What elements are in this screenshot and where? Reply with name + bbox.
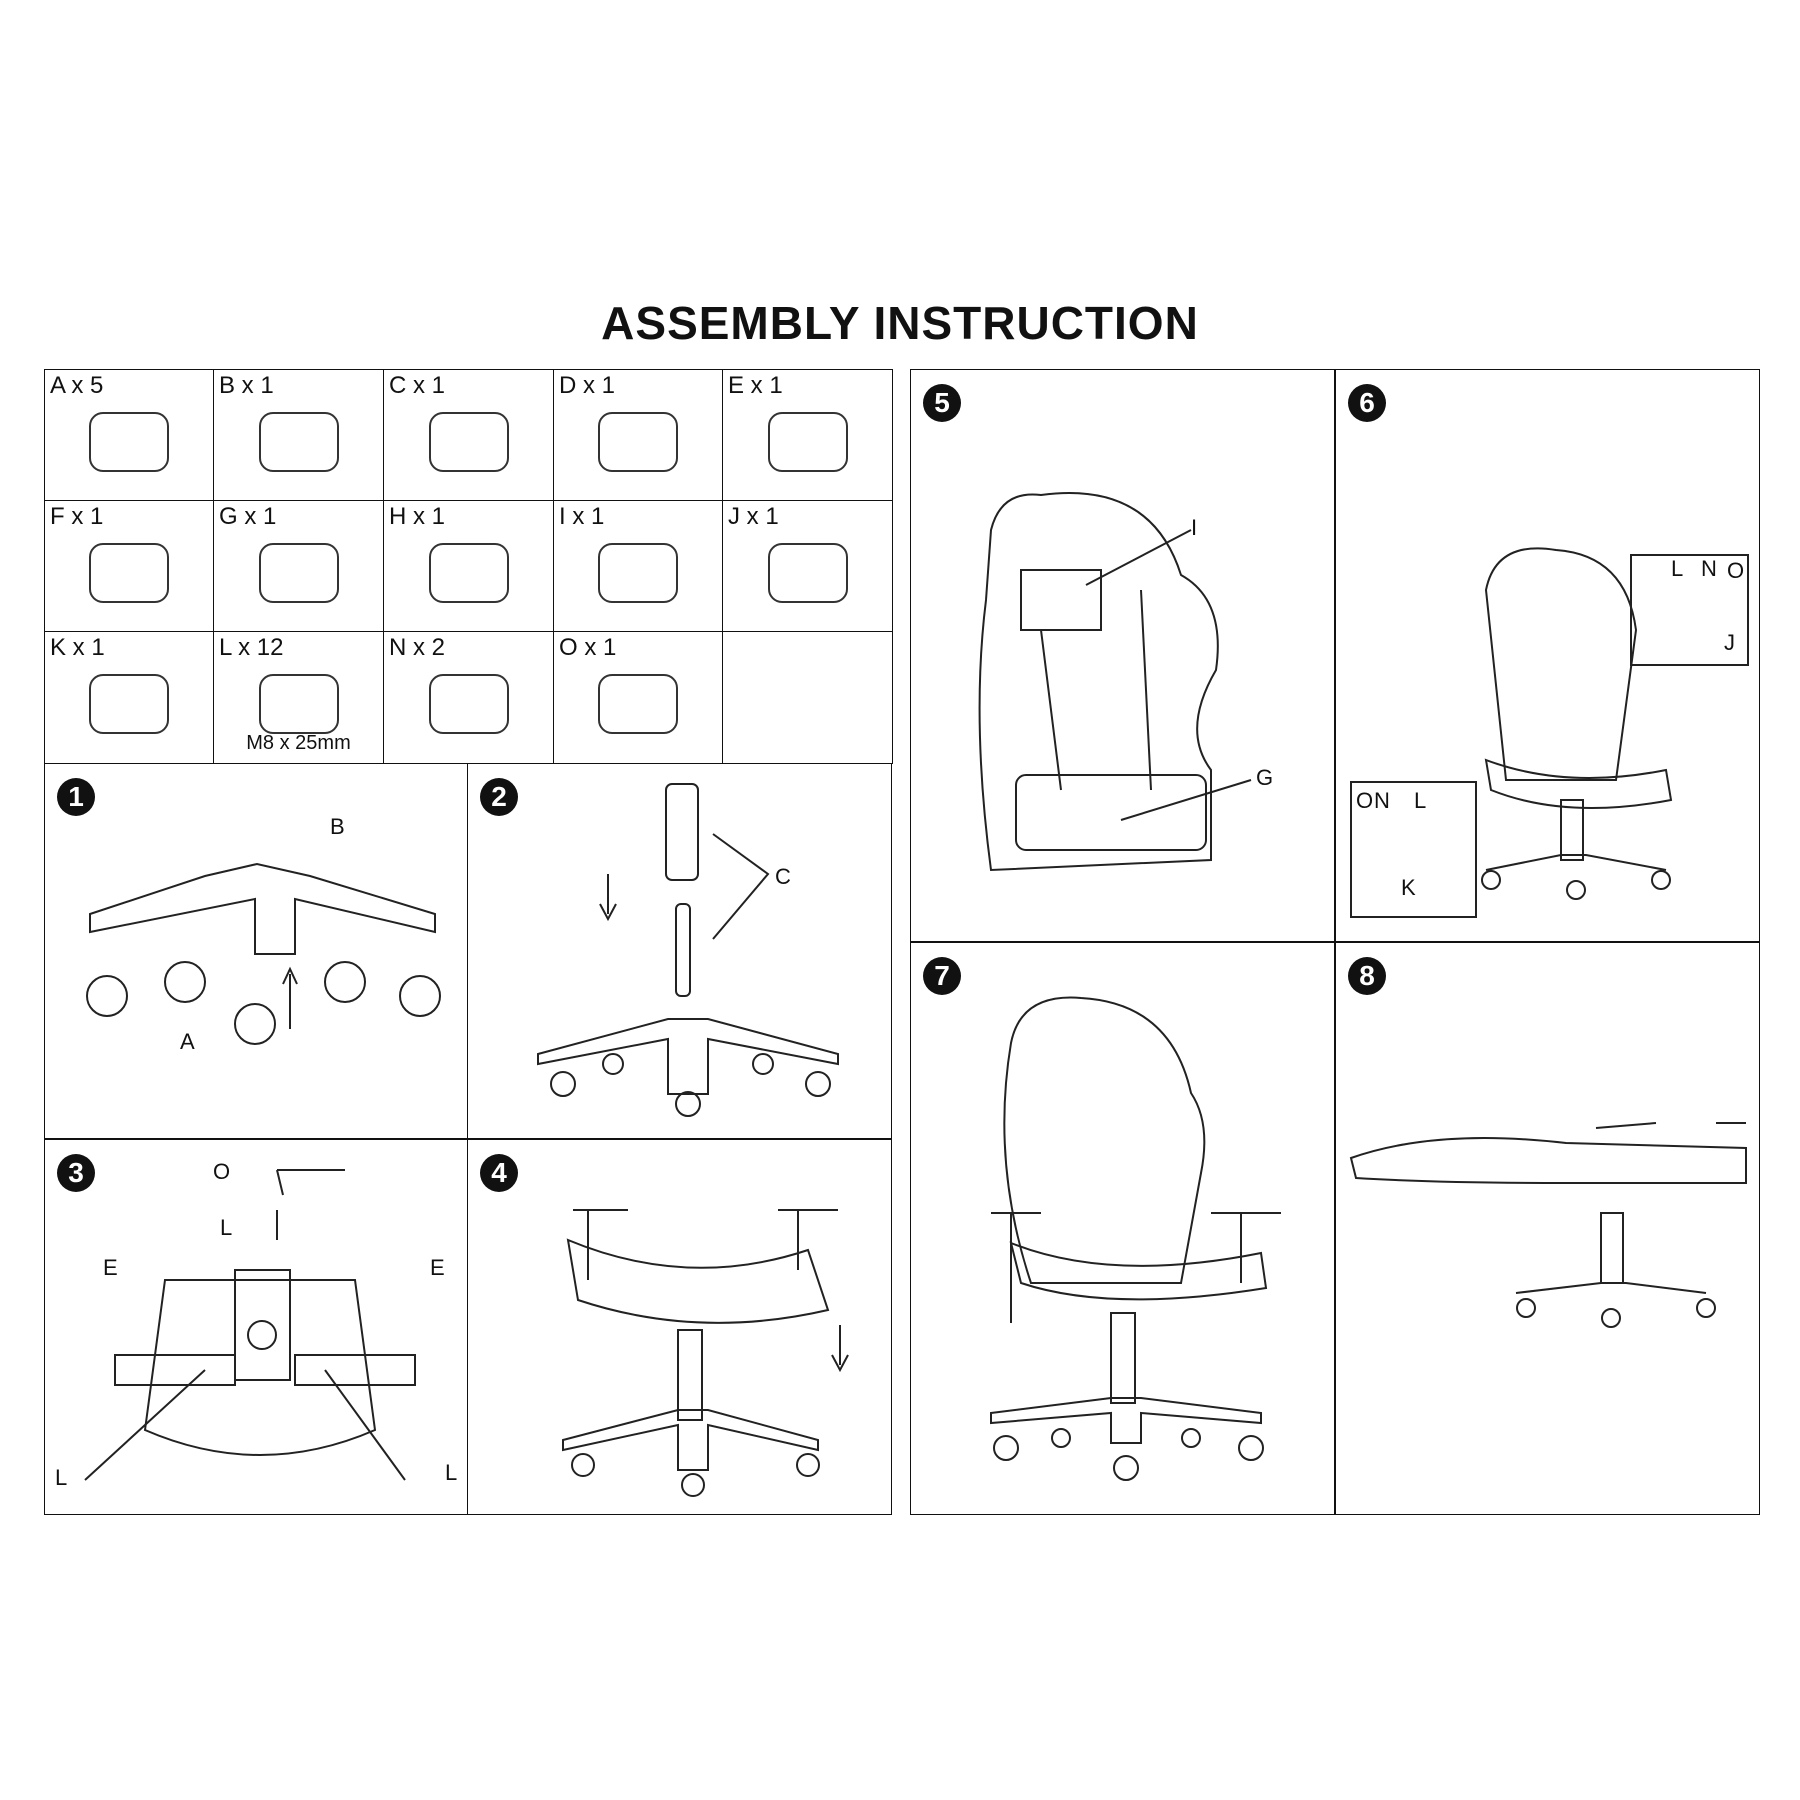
callout-i: I [1191, 515, 1198, 540]
callout-k: K [1401, 875, 1416, 900]
callout-b: B [330, 814, 345, 839]
part-cell-armrests: E x 1 [722, 369, 893, 501]
callout-l-left: L [55, 1465, 68, 1490]
part-cell-head-pillow: I x 1 [553, 500, 723, 632]
part-label: O x 1 [559, 634, 617, 661]
part-label: H x 1 [389, 503, 446, 530]
part-label: L x 12 [219, 634, 284, 661]
part-cell-backrest: F x 1 [44, 500, 214, 632]
part-label: G x 1 [219, 503, 277, 530]
part-cell-screw: N x 2 [383, 631, 554, 764]
part-label: F x 1 [50, 503, 104, 530]
armrest-mechanism-illustration [84, 1169, 416, 1481]
step-4-panel: 4 [467, 1139, 892, 1515]
part-spec: M8 x 25mm [246, 732, 351, 754]
step-6-panel: 6 L N O J O N L K [1335, 369, 1760, 942]
screw-icon [428, 674, 509, 735]
step-number: 7 [923, 957, 961, 995]
armrests-icon [767, 411, 848, 472]
callout-a: A [180, 1029, 195, 1054]
side-covers-illustration [1350, 547, 1749, 918]
allen-key-icon [598, 674, 678, 735]
reclined-chair-illustration [1349, 1122, 1747, 1328]
step-number: 2 [480, 778, 518, 816]
callout-j: J [1724, 630, 1735, 655]
part-cell-caster-wheel: A x 5 [44, 369, 214, 501]
step-3-panel: 3 O L E E L L [44, 1139, 468, 1515]
callout-l: L [1671, 556, 1684, 581]
step-8-panel: 8 [1335, 942, 1760, 1515]
backrest-icon [89, 542, 169, 603]
step-7-panel: 7 [910, 942, 1335, 1515]
part-label: E x 1 [728, 372, 783, 399]
part-label: B x 1 [219, 372, 274, 399]
step-number: 1 [57, 778, 95, 816]
star-base-icon [258, 411, 339, 472]
side-cover-icon [89, 674, 169, 735]
callout-o: O [1727, 558, 1745, 583]
callout-l-right: L [445, 1460, 458, 1485]
gas-lift-icon [428, 411, 509, 472]
part-cell-side-cover: K x 1 [44, 631, 214, 764]
part-cell-allen-key: O x 1 [553, 631, 723, 764]
seat-icon [428, 542, 509, 603]
assembled-chair-illustration [990, 996, 1281, 1481]
step-number: 5 [923, 384, 961, 422]
part-label: I x 1 [559, 503, 605, 530]
caster-wheel-icon [89, 411, 169, 472]
base-casters-illustration [86, 862, 441, 1045]
part-label: A x 5 [50, 372, 104, 399]
bolt-icon [258, 674, 339, 735]
step-2-panel: 2 C [467, 763, 892, 1139]
callout-n-2: N [1374, 788, 1390, 813]
callout-o-2: O [1356, 788, 1374, 813]
part-cell-gas-lift: C x 1 [383, 369, 554, 501]
part-cell-bolt: L x 12 M8 x 25mm [213, 631, 384, 764]
seat-onto-base-illustration [562, 1209, 849, 1497]
step-5-panel: 5 I G [910, 369, 1335, 942]
callout-e-left: E [103, 1255, 118, 1280]
part-cell-star-base: B x 1 [213, 369, 384, 501]
part-cell-seat: H x 1 [383, 500, 554, 632]
page-title: ASSEMBLY INSTRUCTION [601, 297, 1199, 349]
part-cell-tilt-mechanism: D x 1 [553, 369, 723, 501]
part-cell-side-cover: J x 1 [722, 500, 893, 632]
part-label: J x 1 [728, 503, 779, 530]
part-label: D x 1 [559, 372, 616, 399]
step-number: 8 [1348, 957, 1386, 995]
part-label: C x 1 [389, 372, 446, 399]
callout-l-2: L [1414, 788, 1427, 813]
step-number: 4 [480, 1154, 518, 1192]
step-1-panel: 1 B A [44, 763, 468, 1139]
callout-l: L [220, 1215, 233, 1240]
callout-n: N [1701, 556, 1717, 581]
part-cell-empty [722, 631, 893, 764]
head-pillow-icon [598, 542, 678, 603]
part-cell-lumbar-pillow: G x 1 [213, 500, 384, 632]
tilt-mechanism-icon [598, 411, 678, 472]
step-number: 3 [57, 1154, 95, 1192]
callout-c: C [775, 864, 791, 889]
step-number: 6 [1348, 384, 1386, 422]
callout-e-right: E [430, 1255, 445, 1280]
callout-o: O [213, 1159, 231, 1184]
gas-lift-illustration [537, 783, 839, 1117]
part-label: N x 2 [389, 634, 446, 661]
backrest-pillows-illustration [978, 491, 1252, 872]
lumbar-pillow-icon [258, 542, 339, 603]
side-cover-icon [767, 542, 848, 603]
part-label: K x 1 [50, 634, 105, 661]
callout-g: G [1256, 765, 1274, 790]
